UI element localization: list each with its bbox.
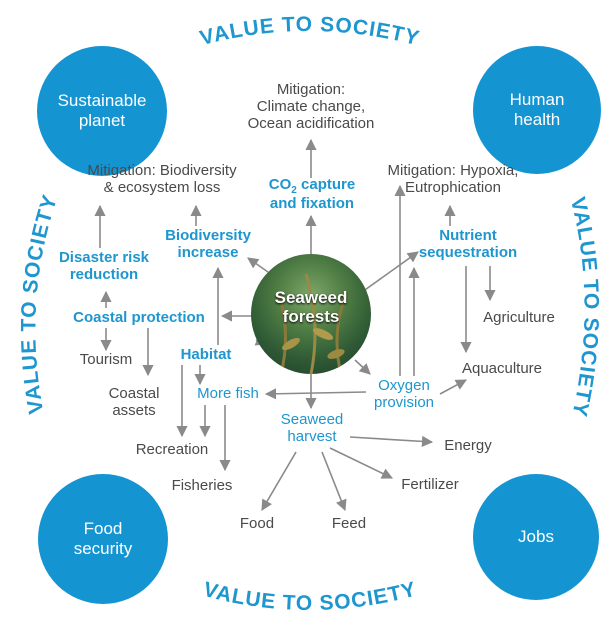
co2-capture-label: CO2 capture and fixation [258,176,366,213]
disaster-risk-label: Disaster risk reduction [58,249,150,283]
arrow-harvest-food [261,451,297,511]
tourism-label: Tourism [79,351,133,368]
arrows [94,138,496,512]
mitigation-hypoxia-label: Mitigation: Hypoxia, Eutrophication [387,162,519,196]
arrow-center-oxygen [354,359,371,375]
circle-human-health: Human health [473,46,601,174]
seaweed-harvest-label: Seaweed harvest [280,411,344,445]
arrow-oxygen-aquaculture [439,379,467,395]
recreation-label: Recreation [135,441,209,458]
ring-text-left: VALUE TO SOCIETY [17,192,62,416]
arrow-harvest-energy [349,435,434,447]
arrow-oxygen-morefish [264,388,367,400]
kelp-illustration [277,273,348,374]
circle-food-security: Food security [38,474,168,604]
arrow-center-biodiversity [247,257,269,273]
energy-label: Energy [444,437,492,454]
mitigation-biodiversity-label: Mitigation: Biodiversity & ecosystem los… [87,162,237,196]
circle-label: Jobs [518,527,554,547]
co2-capture-line1: CO2 capture [268,176,356,196]
circle-label: Food security [73,519,133,558]
circle-jobs: Jobs [473,474,599,600]
fertilizer-label: Fertilizer [401,476,459,493]
feed-label: Feed [331,515,367,532]
nutrient-sequestration-label: Nutrient sequestration [418,227,518,261]
mitigation-climate-label: Mitigation: Climate change, Ocean acidif… [247,81,375,132]
oxygen-provision-label: Oxygen provision [373,377,435,411]
seaweed-forests-center: Seaweed forests [251,254,371,374]
ring-text-top: VALUE TO SOCIETY [198,13,423,50]
aquaculture-label: Aquaculture [461,360,543,377]
ring-text-right: VALUE TO SOCIETY [566,195,603,419]
ring-text-bottom: VALUE TO SOCIETY [201,578,419,615]
coastal-assets-label: Coastal assets [108,385,160,419]
circle-label: Human health [509,90,565,129]
arrow-harvest-fertilizer [329,447,394,479]
center-label: Seaweed forests [274,288,348,327]
more-fish-label: More fish [197,385,259,402]
habitat-label: Habitat [180,346,232,363]
co2-capture-line2: and fixation [269,195,355,213]
arrow-center-nutrient [361,251,419,293]
agriculture-label: Agriculture [483,309,555,326]
circle-label: Sustainable planet [57,91,147,130]
biodiversity-increase-label: Biodiversity increase [165,227,251,261]
circle-sustainable-planet: Sustainable planet [37,46,167,176]
fisheries-label: Fisheries [171,477,233,494]
food-label: Food [239,515,275,532]
coastal-protection-label: Coastal protection [73,309,205,326]
arrow-harvest-feed [321,451,347,512]
